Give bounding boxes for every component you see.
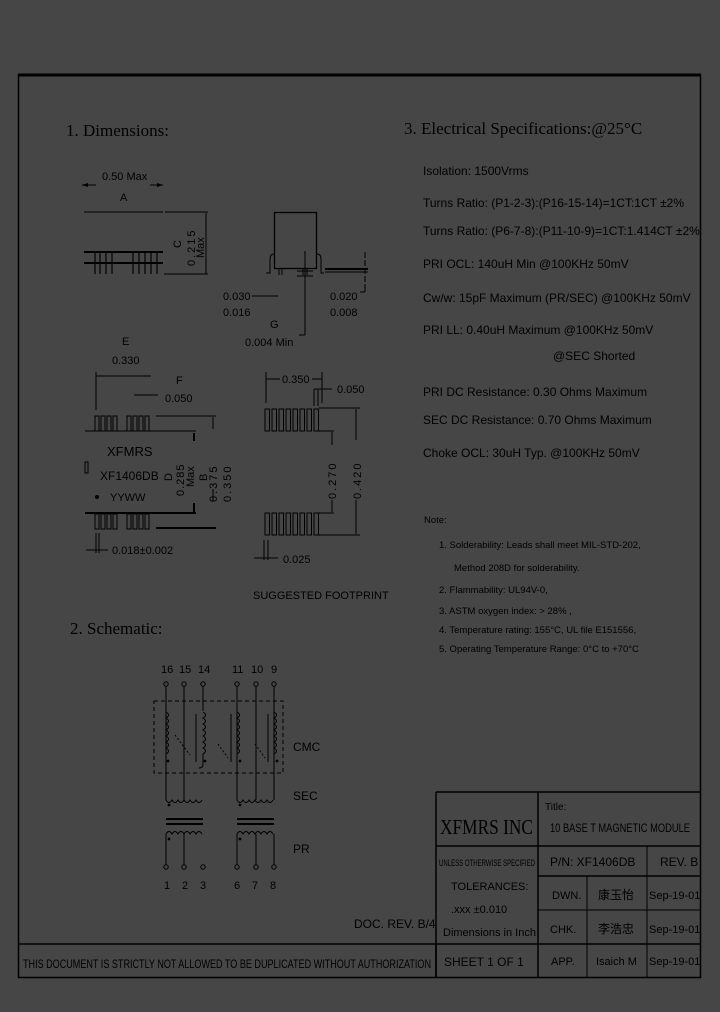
top-view-drawing: E 0.330 F 0.050 XFMRS XF1406DB YYWW	[84, 336, 234, 557]
dim-f-label: F	[176, 375, 183, 387]
spec-cww: Cw/w: 15pF Maximum (PR/SEC) @100KHz 50mV	[423, 291, 691, 305]
tolerance-value: .xxx ±0.010	[451, 904, 507, 916]
label-pr: PR	[293, 842, 310, 856]
sheet-count: SHEET 1 OF 1	[444, 955, 524, 969]
approved-date: Sep-19-01	[649, 956, 700, 968]
dim-g-label: G	[270, 319, 279, 331]
spec-pri-ll: PRI LL: 0.40uH Maximum @100KHz 50mV	[423, 323, 653, 337]
dim-e-value: 0.330	[112, 355, 140, 367]
marking-part: XF1406DB	[100, 469, 159, 483]
note-5: 5. Operating Temperature Range: 0°C to +…	[439, 644, 639, 655]
fp-outer-value: 0.420	[352, 461, 364, 499]
footprint-drawing: 0.350 0.050 0.270 0.420 0.025 SUGGESTED …	[253, 372, 389, 602]
schematic-drawing: 16 15 14 11 10 9 1 2 3 6 7 8	[153, 664, 321, 892]
spec-pri-ocl: PRI OCL: 140uH Min @100KHz 50mV	[423, 257, 629, 271]
dim-b-label: B	[198, 474, 210, 481]
note-1: 1. Solderability: Leads shall meet MIL-S…	[439, 540, 641, 551]
spec-choke-ocl: Choke OCL: 30uH Typ. @100KHz 50mV	[423, 446, 640, 460]
spec-turns-ratio-1: Turns Ratio: (P1-2-3):(P16-15-14)=1CT:1C…	[423, 196, 684, 210]
drawn-role: DWN.	[552, 890, 581, 902]
pin-label-16: 16	[161, 664, 173, 676]
pin-label-8: 8	[270, 880, 276, 892]
spec-isolation: Isolation: 1500Vrms	[423, 164, 529, 178]
part-number: P/N: XF1406DB	[550, 855, 635, 869]
title-label: Title:	[545, 802, 566, 813]
drawn-date: Sep-19-01	[649, 890, 700, 902]
dim-g-value: 0.004 Min	[245, 337, 293, 349]
approved-name: Isaich M	[596, 956, 637, 968]
drawn-name: 康玉怡	[598, 887, 634, 902]
notes-list: Note: 1. Solderability: Leads shall meet…	[424, 515, 641, 655]
fp-pitch-value: 0.050	[337, 384, 365, 396]
note-1-cont: Method 208D for solderability.	[454, 563, 580, 574]
electrical-spec-list: Isolation: 1500Vrms Turns Ratio: (P1-2-3…	[423, 164, 700, 460]
approved-role: APP.	[551, 956, 575, 968]
duplication-notice: THIS DOCUMENT IS STRICTLY NOT ALLOWED TO…	[23, 957, 431, 971]
spec-pri-dcr: PRI DC Resistance: 0.30 Ohms Maximum	[423, 385, 647, 399]
electrical-heading: 3. Electrical Specifications:@25°C	[404, 119, 642, 138]
dim-d-max: Max	[185, 466, 197, 487]
dimensions-heading: 1. Dimensions:	[66, 121, 169, 140]
lead-width-1: 0.030	[223, 291, 251, 303]
pin-label-15: 15	[179, 664, 191, 676]
pin-label-9: 9	[271, 664, 277, 676]
dim-a-value: 0.50 Max	[102, 171, 148, 183]
pin-label-14: 14	[198, 664, 210, 676]
lead-width-2: 0.016	[223, 307, 251, 319]
pin-label-6: 6	[234, 880, 240, 892]
fp-span-value: 0.350	[282, 374, 310, 386]
pin-label-2: 2	[182, 880, 188, 892]
dim-a-label: A	[120, 192, 128, 204]
revision: REV. B	[660, 855, 698, 869]
label-cmc: CMC	[293, 740, 321, 754]
spec-pri-ll-condition: @SEC Shorted	[553, 349, 635, 363]
dimensions-unit: Dimensions in Inch	[443, 927, 536, 939]
note-3: 3. ASTM oxygen index: > 28% ,	[439, 606, 572, 617]
label-sec: SEC	[293, 789, 318, 803]
checked-role: CHK.	[550, 924, 576, 936]
pin-label-7: 7	[252, 880, 258, 892]
dim-b-value-1: 0.375	[208, 464, 220, 502]
notes-heading: Note:	[424, 515, 447, 526]
pin1-dot	[95, 495, 99, 499]
dim-e-label: E	[122, 336, 129, 348]
checked-date: Sep-19-01	[649, 924, 700, 936]
pin-label-11: 11	[232, 664, 243, 676]
pin-label-3: 3	[200, 880, 206, 892]
dim-c-max: Max	[195, 237, 207, 258]
schematic-heading: 2. Schematic:	[70, 619, 163, 638]
title-value: 10 BASE T MAGNETIC MODULE	[550, 821, 690, 835]
side-view-drawing: 0.50 Max A C 0.215 Max	[82, 171, 208, 275]
dim-c-value: 0.215	[186, 228, 198, 266]
dim-c-label: C	[172, 240, 184, 248]
pin1-notch	[84, 461, 89, 474]
pin-width-value: 0.018±0.002	[112, 545, 173, 557]
drawing-frame	[17, 74, 702, 979]
marking-brand: XFMRS	[107, 444, 153, 459]
tolerances-label: TOLERANCES:	[451, 881, 528, 893]
lead-thickness-1: 0.020	[330, 291, 358, 303]
fp-pad-width-value: 0.025	[283, 554, 311, 566]
marking-date: YYWW	[110, 492, 146, 504]
checked-name: 李浩忠	[598, 921, 634, 936]
dim-d-label: D	[163, 473, 175, 481]
footprint-caption: SUGGESTED FOOTPRINT	[253, 590, 389, 602]
unless-specified: UNLESS OTHERWISE SPECIFIED	[439, 858, 535, 868]
pin-label-1: 1	[164, 880, 170, 892]
dim-d-value: 0.285	[175, 463, 187, 496]
note-2: 2. Flammability: UL94V-0,	[439, 585, 548, 596]
spec-turns-ratio-2: Turns Ratio: (P6-7-8):(P11-10-9)=1CT:1.4…	[423, 224, 700, 238]
dim-b-value-2: 0.350	[222, 464, 234, 502]
pin-label-10: 10	[251, 664, 263, 676]
note-4: 4. Temperature rating: 155°C, UL file E1…	[439, 625, 636, 636]
end-view-drawing: 0.030 0.016 G 0.004 Min 0.020 0.008	[223, 211, 368, 349]
company-name: XFMRS INC	[440, 815, 533, 839]
fp-inner-value: 0.270	[327, 461, 339, 499]
doc-revision: DOC. REV. B/4	[354, 917, 436, 931]
spec-sec-dcr: SEC DC Resistance: 0.70 Ohms Maximum	[423, 413, 652, 427]
title-block: XFMRS INC Title: 10 BASE T MAGNETIC MODU…	[18, 791, 701, 977]
lead-thickness-2: 0.008	[330, 307, 358, 319]
dim-f-value: 0.050	[165, 393, 193, 405]
